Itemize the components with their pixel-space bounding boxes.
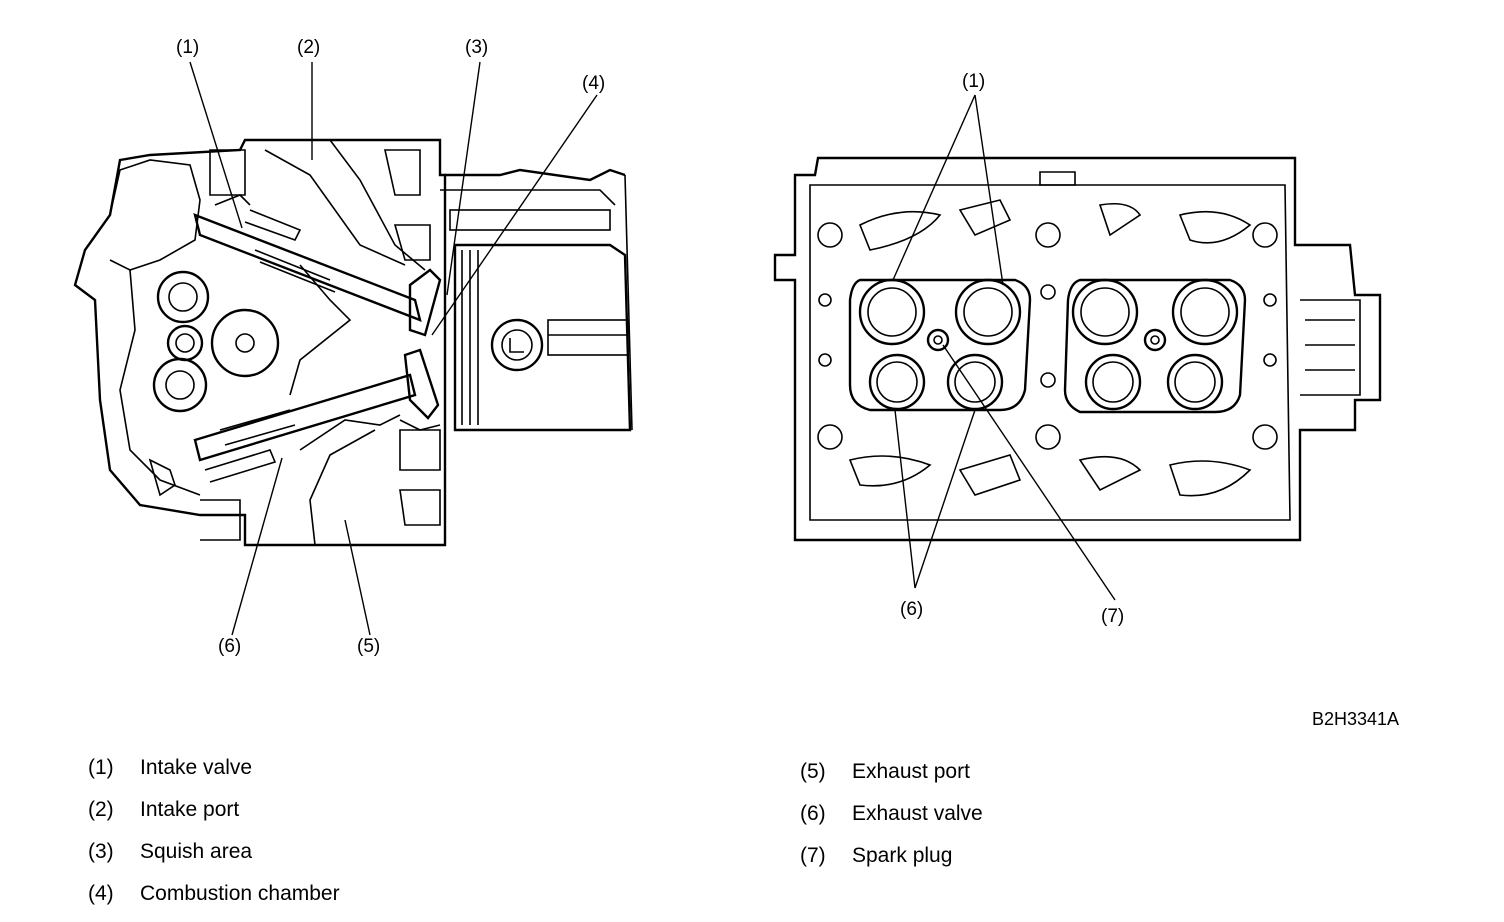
legend-text: Exhaust valve: [852, 802, 983, 825]
exhaust-valve-seat-1: [868, 353, 926, 411]
legend-item: (7) Spark plug: [800, 842, 983, 884]
callout-2-left: (2): [297, 37, 321, 58]
leader-6: [231, 457, 283, 636]
leader-3: [446, 61, 481, 296]
spark-plug-hole-1: [926, 328, 950, 352]
leader-r1a: [892, 94, 976, 281]
right-leader-lines: [892, 94, 1116, 601]
exhaust-valve-seat-3: [1084, 353, 1142, 411]
legend-number: (3): [88, 840, 114, 863]
cylinder-head-bottom-view: [773, 156, 1382, 542]
leader-r6a: [894, 409, 916, 589]
callout-3-left: (3): [465, 37, 489, 58]
callout-7-right: (7): [1101, 606, 1125, 627]
camshaft-lobe-large: [210, 308, 280, 378]
exhaust-valve-stem: [193, 373, 417, 462]
leader-4: [431, 94, 598, 336]
legend-number: (2): [88, 798, 114, 821]
intake-valve-seat-4: [1171, 278, 1239, 346]
leader-r6b: [914, 409, 976, 589]
callout-1-left: (1): [176, 37, 200, 58]
left-leader-lines: [189, 61, 598, 636]
legend-item: (5) Exhaust port: [800, 758, 983, 800]
legend-text: Squish area: [140, 840, 253, 863]
legend-item: (4) Combustion chamber: [88, 880, 340, 922]
exhaust-valve-head: [403, 348, 440, 420]
legend-number: (7): [800, 844, 826, 867]
leader-1: [189, 61, 243, 229]
combustion-chamber-left: [848, 278, 1032, 412]
legend-text: Intake valve: [140, 756, 253, 779]
camshaft-upper-outer: [156, 270, 210, 324]
intake-valve-seat-2: [954, 278, 1022, 346]
callout-1-right: (1): [962, 71, 986, 92]
legend-item: (3) Squish area: [88, 838, 340, 880]
legend-number: (1): [88, 756, 114, 779]
piston-pin: [490, 318, 544, 372]
leader-5: [344, 519, 371, 636]
leader-r7: [942, 344, 1116, 601]
callout-4-left: (4): [582, 73, 606, 94]
legend-item: (1) Intake valve: [88, 754, 340, 796]
callout-5-left: (5): [357, 636, 381, 657]
spark-plug-hole-2: [1143, 328, 1167, 352]
piston: [453, 243, 632, 432]
legend-number: (5): [800, 760, 826, 783]
callout-6-right: (6): [900, 599, 924, 620]
legend-item: (2) Intake port: [88, 796, 340, 838]
legend-right-column: (5) Exhaust port (6) Exhaust valve (7) Spar…: [800, 758, 983, 884]
legend-number: (4): [88, 882, 114, 905]
intake-valve-stem: [193, 213, 422, 322]
camshaft-lower-outer: [152, 357, 208, 413]
leader-r1b: [974, 94, 1004, 286]
combustion-chamber-right: [1063, 278, 1247, 414]
camshaft-middle: [166, 324, 204, 362]
legend-text: Exhaust port: [852, 760, 970, 783]
legend-item: (6) Exhaust valve: [800, 800, 983, 842]
intake-valve-seat-3: [1071, 278, 1139, 346]
exhaust-valve-seat-4: [1166, 353, 1224, 411]
callout-6-left: (6): [218, 636, 242, 657]
legend-left-column: (1) Intake valve (2) Intake port (3) Squish…: [88, 754, 340, 922]
legend-number: (6): [800, 802, 826, 825]
intake-valve-seat-1: [858, 278, 926, 346]
legend-text: Combustion chamber: [140, 882, 340, 905]
cylinder-head-cross-section: [73, 138, 633, 547]
legend-text: Intake port: [140, 798, 240, 821]
intake-valve-head: [408, 268, 442, 337]
figure-code: B2H3341A: [1312, 709, 1400, 729]
exhaust-valve-seat-2: [946, 353, 1004, 411]
legend-text: Spark plug: [852, 844, 953, 867]
